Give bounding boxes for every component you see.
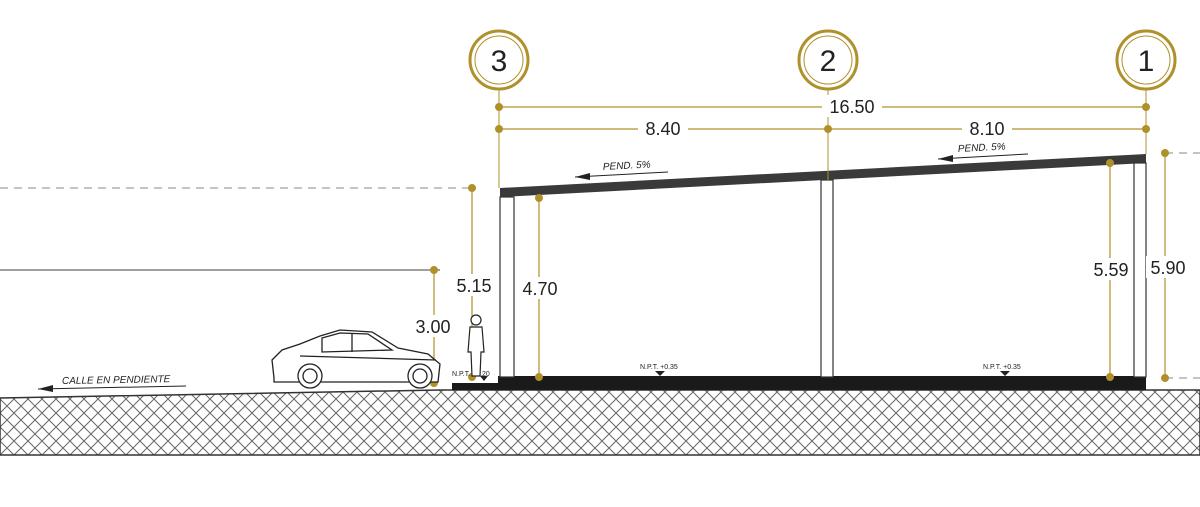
dimension-span-right-label: 8.10 (969, 119, 1004, 139)
axis-bubble-2: 2 (797, 29, 859, 91)
axis-bubble-1: 1 (1115, 29, 1177, 91)
axis-bubble-3: 3 (468, 29, 530, 91)
axis-label-2: 2 (820, 45, 837, 78)
person-figure (467, 314, 485, 377)
dimension-wall-height-label: 3.00 (415, 317, 450, 337)
slope-arrow-right (937, 153, 1029, 162)
floor-slab (498, 376, 1146, 390)
column-axis-3 (499, 196, 515, 378)
street-slope-label: CALLE EN PENDIENTE (62, 374, 171, 387)
dimension-height-right-outer-label: 5.90 (1150, 258, 1185, 278)
dimension-height-right-inner-label: 5.59 (1093, 260, 1128, 280)
dimension-overall-label: 16.50 (829, 97, 874, 117)
slope-arrow-left (574, 171, 669, 180)
dimension-height-left-outer-label: 5.15 (456, 276, 491, 296)
street-slope-arrow (37, 385, 187, 392)
slope-label-left: PEND. 5% (603, 160, 651, 173)
ground-terrain (0, 389, 1200, 456)
street-step (452, 383, 498, 390)
column-axis-2 (820, 179, 834, 378)
level-marker-floor-left (655, 371, 665, 376)
axis-label-1: 1 (1138, 45, 1155, 78)
column-axis-1 (1133, 162, 1147, 378)
level-floor-right-label: N.P.T. +0.35 (983, 364, 1021, 371)
dimension-spans (495, 125, 1150, 133)
slope-label-right: PEND. 5% (958, 142, 1006, 155)
level-floor-left-label: N.P.T. +0.35 (640, 364, 678, 371)
axis-label-3: 3 (491, 45, 508, 78)
roof-slab (500, 154, 1146, 197)
dimension-span-left-label: 8.40 (645, 119, 680, 139)
level-marker-street (480, 376, 488, 381)
level-marker-floor-right (1000, 371, 1010, 376)
level-street-label: N.P.T. +0.20 (452, 371, 490, 378)
car-illustration (271, 329, 441, 389)
dimension-height-left-inner-label: 4.70 (522, 279, 557, 299)
